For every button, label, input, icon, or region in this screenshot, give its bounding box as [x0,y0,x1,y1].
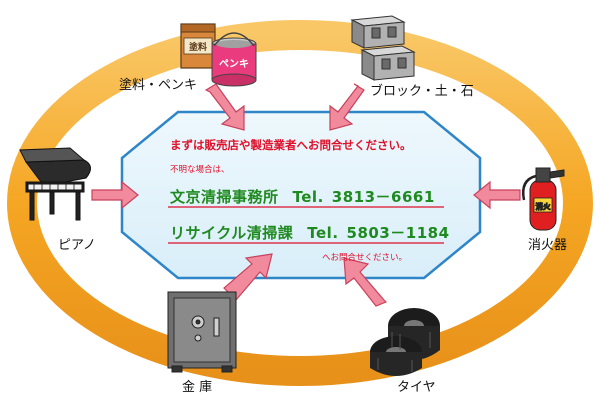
contact-recycling: リサイクル清掃課 Tel. 5803－1184 [170,222,450,243]
contact-recycling-tel-number: 5803－1184 [346,224,450,242]
extinguisher-badge-text: 消火 [536,201,551,211]
paint-box-text: 塗料 [189,41,207,53]
arrows [91,83,521,307]
closing-note: へお問合せください。 [322,253,408,263]
contact-recycling-office: リサイクル清掃課 [170,224,294,242]
arrow-from-extinguisher [473,180,521,210]
fire-extinguisher-icon: 消火 [522,167,565,231]
safe-icon [167,291,237,373]
contact-bunkyo: 文京清掃事務所 Tel. 3813－6661 [170,186,435,207]
arrow-from-safe [223,253,273,301]
tire-stack-icon [370,308,440,376]
panel-headline: まずは販売店や製造業者へお問合せください。 [170,138,412,152]
piano-label: ピアノ [58,238,96,253]
contact-bunkyo-tel-label: Tel. [292,188,324,206]
recycling-ring [7,20,593,386]
paint-can-text: ペンキ [219,58,249,70]
extinguisher-label: 消火器 [528,238,568,253]
contact-bunkyo-tel-number: 3813－6661 [331,188,435,206]
paint-label: 塗料・ペンキ [119,78,198,93]
contact-bunkyo-office: 文京清掃事務所 [170,188,279,206]
arrow-from-blocks [329,83,365,131]
safe-label: 金 庫 [182,380,213,395]
grand-piano-icon [19,147,91,221]
blocks-label: ブロック・土・石 [370,84,474,99]
contact-recycling-tel-label: Tel. [307,224,339,242]
arrow-from-paint [204,83,245,131]
arrow-from-piano [91,180,139,210]
block-stack-icon [350,15,416,81]
fallback-note: 不明な場合は、 [170,165,230,175]
arrow-from-tires [343,257,388,307]
info-panel [120,110,482,280]
tires-label: タイヤ [397,380,436,395]
paint-can-icon: 塗料 ペンキ [180,23,257,87]
